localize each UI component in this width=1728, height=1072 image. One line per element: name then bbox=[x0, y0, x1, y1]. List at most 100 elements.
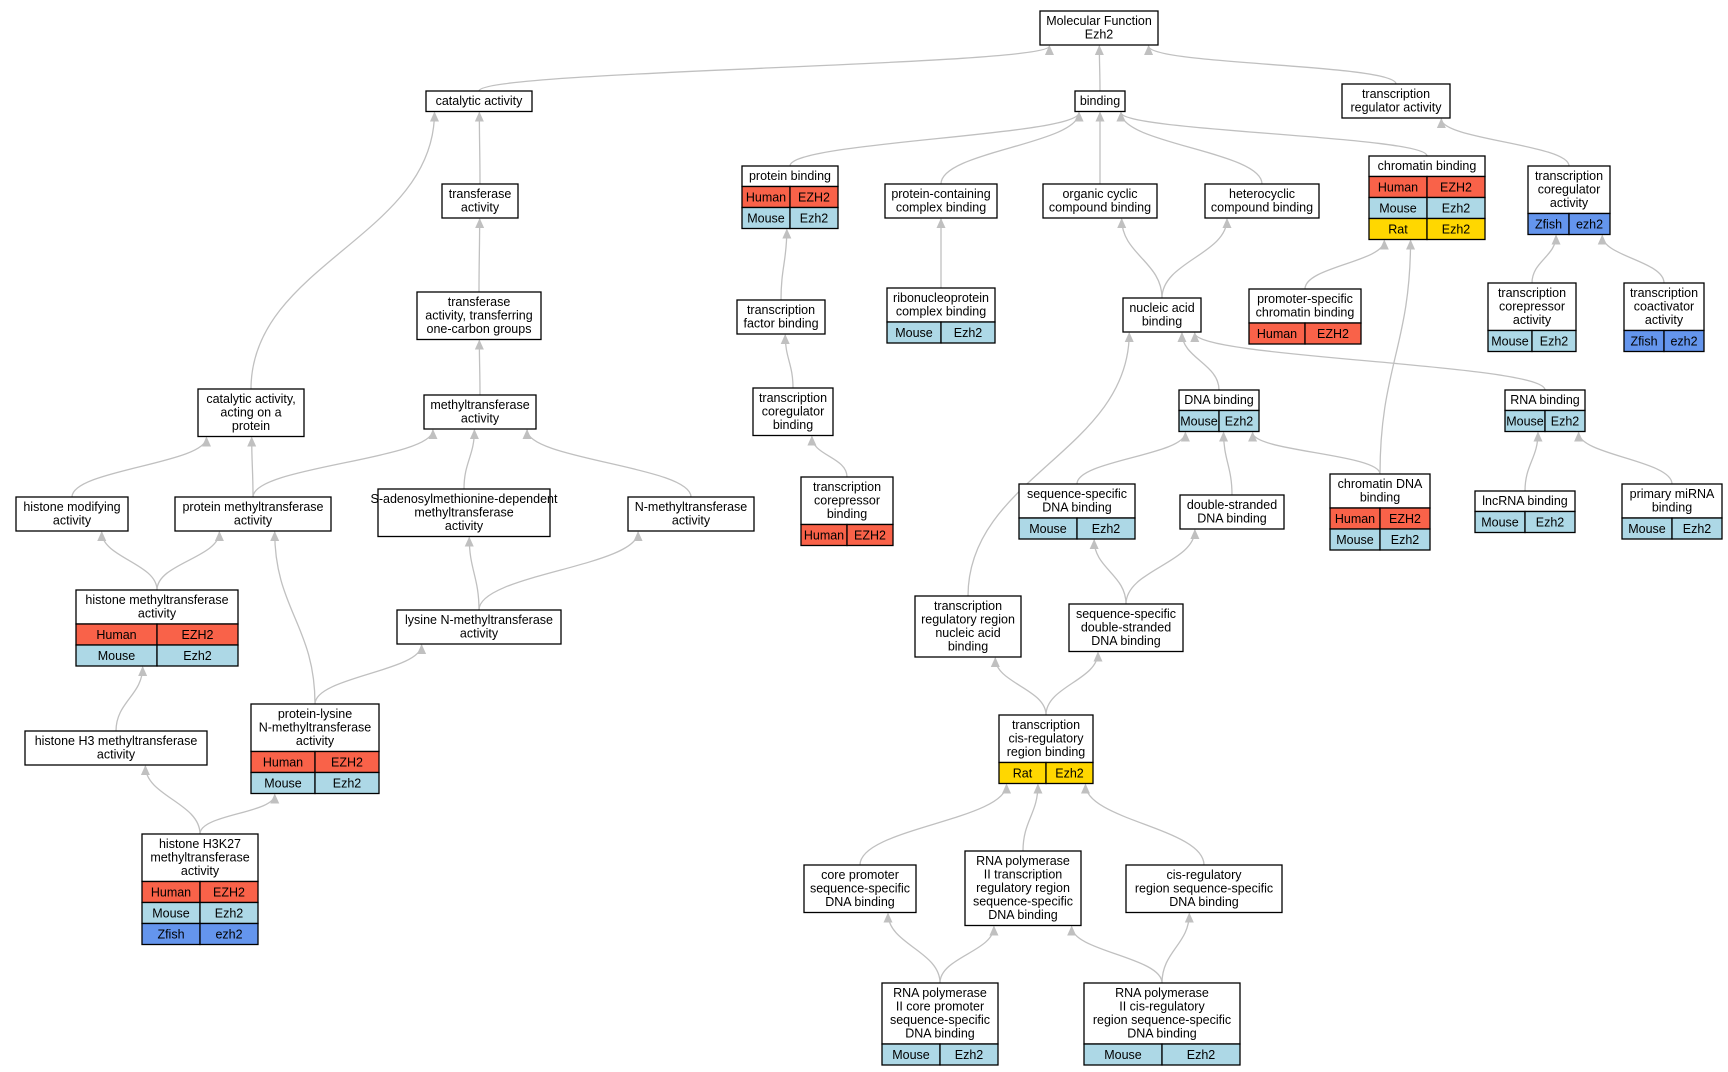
node-label-line: RNA polymerase bbox=[1115, 986, 1209, 1000]
go-term-h3k27[interactable]: histone H3K27methyltransferaseactivityHu… bbox=[141, 833, 259, 946]
node-label-line: binding bbox=[1142, 315, 1182, 329]
edge-protlys-to-lysmeth bbox=[314, 644, 427, 705]
gene-label: EZH2 bbox=[1317, 327, 1349, 341]
node-label-line: protein binding bbox=[749, 169, 831, 183]
edge-rnap2reg-to-txcisreg bbox=[1022, 783, 1043, 852]
edge-h3k27-to-h3meth bbox=[140, 765, 201, 835]
node-label-line: binding bbox=[1360, 491, 1400, 505]
gene-label: EZH2 bbox=[798, 191, 830, 205]
node-box bbox=[752, 387, 834, 437]
edge-rnabind-to-nucbind bbox=[1190, 332, 1546, 391]
gene-cell bbox=[940, 321, 996, 344]
node-box bbox=[416, 291, 542, 341]
node-box bbox=[377, 488, 551, 538]
species-label: Mouse bbox=[1379, 202, 1417, 216]
gene-label: Ezh2 bbox=[1442, 223, 1471, 237]
node-label-line: S-adenosylmethionine-dependent bbox=[371, 492, 558, 506]
go-term-sam[interactable]: S-adenosylmethionine-dependentmethyltran… bbox=[371, 488, 558, 538]
edge-rnap2cis-to-cisregseq bbox=[1161, 912, 1194, 984]
edge-txcorepbind-to-txcoregbind bbox=[807, 435, 848, 478]
node-box bbox=[1074, 90, 1126, 113]
gene-cell bbox=[314, 771, 380, 795]
node-label-line: catalytic activity, bbox=[206, 392, 295, 406]
node-label-line: Molecular Function bbox=[1046, 14, 1152, 28]
gene-label: Ezh2 bbox=[1391, 533, 1420, 547]
go-term-protlys[interactable]: protein-lysineN-methyltransferaseactivit… bbox=[250, 703, 380, 795]
node-label-line: activity bbox=[53, 514, 92, 528]
node-label-line: ribonucleoprotein bbox=[893, 291, 989, 305]
species-label: Human bbox=[1335, 512, 1375, 526]
node-label-line: transferase bbox=[448, 295, 511, 309]
gene-cell bbox=[199, 922, 259, 946]
node-label-line: compound binding bbox=[1049, 201, 1151, 215]
node-label-line: DNA binding bbox=[825, 895, 895, 909]
go-term-binding[interactable]: binding bbox=[1074, 90, 1126, 113]
gene-label: Ezh2 bbox=[1540, 335, 1569, 349]
node-box bbox=[881, 982, 999, 1045]
node-label-line: binding bbox=[827, 507, 867, 521]
edge-lysmeth-to-sam bbox=[464, 536, 480, 611]
node-label-line: methyltransferase bbox=[430, 398, 529, 412]
species-label: Human bbox=[1378, 181, 1418, 195]
node-label-line: DNA binding bbox=[1091, 634, 1161, 648]
node-label-line: acting on a bbox=[220, 406, 281, 420]
go-term-catalytic[interactable]: catalytic activity bbox=[425, 90, 533, 113]
node-label-line: transcription bbox=[1535, 169, 1603, 183]
node-label-line: sequence-specific bbox=[973, 895, 1073, 909]
node-box bbox=[250, 703, 380, 753]
node-label-line: histone H3 methyltransferase bbox=[35, 734, 198, 748]
edge-trans1c-to-transferase bbox=[475, 218, 485, 293]
node-label-line: nucleic acid bbox=[935, 626, 1000, 640]
species-label: Mouse bbox=[1506, 415, 1544, 429]
